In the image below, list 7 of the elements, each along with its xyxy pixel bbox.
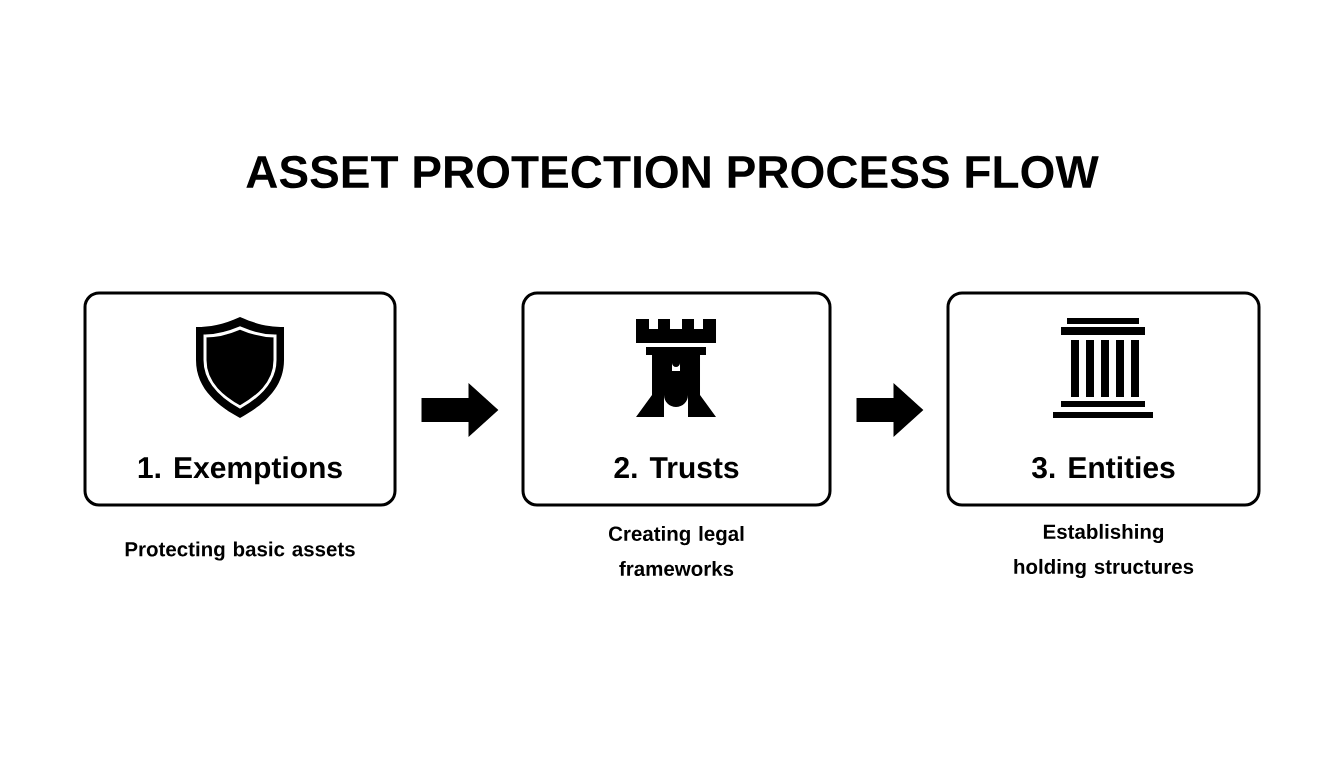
step-caption: Protecting basic assets (125, 541, 355, 561)
step-box: 1. Exemptions (83, 291, 397, 507)
step-box: 2. Trusts (521, 291, 832, 507)
title: ASSET PROTECTION PROCESS FLOW (246, 155, 1099, 189)
step-caption: Creating legal frameworks (609, 525, 744, 577)
step-caption: Establishing holding structures (1014, 523, 1194, 579)
step-box: 3. Entities (946, 291, 1261, 507)
